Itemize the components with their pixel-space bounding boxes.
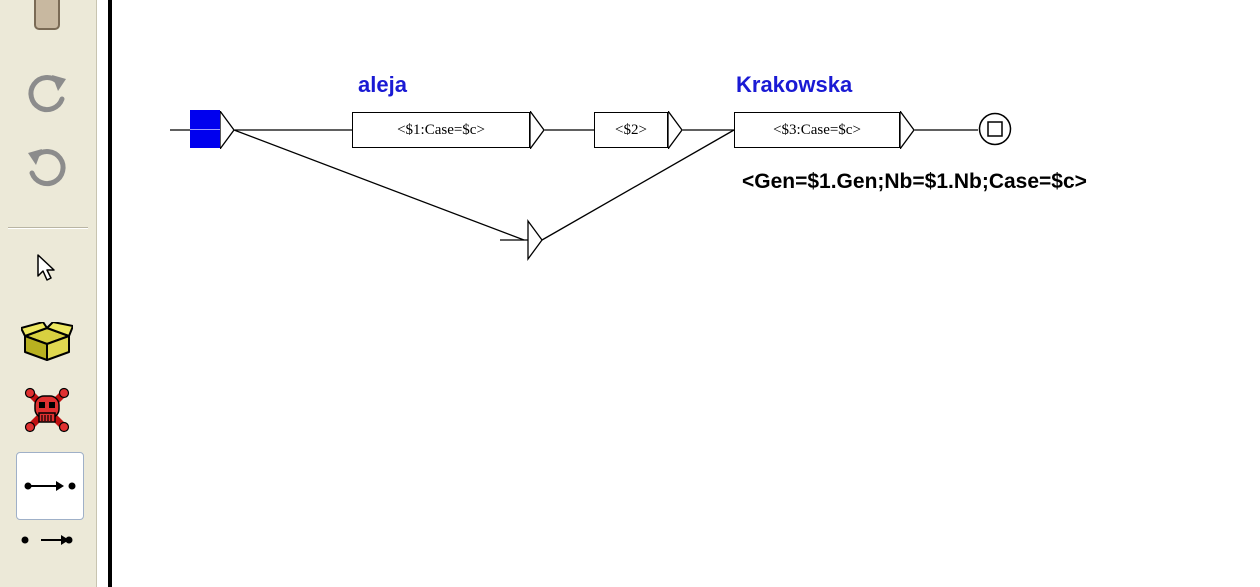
graph-canvas[interactable]: aleja <$1:Case=$c> <$2> Krakowska <$3:Ca… bbox=[112, 0, 1260, 587]
redo-button[interactable] bbox=[14, 64, 80, 124]
box3-output: <Gen=$1.Gen;Nb=$1.Nb;Case=$c> bbox=[742, 170, 1087, 193]
undo-icon bbox=[22, 143, 72, 193]
box1-arrow bbox=[530, 111, 544, 149]
box3-label: Krakowska bbox=[736, 72, 853, 97]
edge-empty-box-to-box3 bbox=[541, 129, 735, 241]
toolbar-separator bbox=[8, 227, 88, 229]
cursor-icon bbox=[35, 253, 59, 283]
skull-icon bbox=[24, 387, 70, 433]
save-button[interactable] bbox=[14, 0, 80, 38]
delete-button[interactable] bbox=[14, 380, 80, 440]
final-state[interactable] bbox=[978, 112, 1012, 146]
box2[interactable]: <$2> bbox=[594, 112, 668, 148]
reverse-connect-icon bbox=[21, 530, 73, 550]
redo-icon bbox=[22, 69, 72, 119]
save-icon bbox=[29, 0, 65, 33]
connect-from-tool-button[interactable] bbox=[16, 452, 84, 520]
graph-edges bbox=[170, 129, 978, 261]
undo-button[interactable] bbox=[14, 138, 80, 198]
box2-arrow bbox=[668, 111, 682, 149]
create-box-button[interactable] bbox=[14, 312, 80, 372]
connect-arrow-icon bbox=[24, 476, 76, 496]
select-tool-button[interactable] bbox=[14, 238, 80, 298]
connect-to-tool-button[interactable] bbox=[14, 510, 80, 570]
vertical-toolbar bbox=[0, 0, 97, 587]
box-icon bbox=[21, 322, 73, 362]
box1[interactable]: <$1:Case=$c> bbox=[352, 112, 530, 148]
frame-border bbox=[108, 0, 112, 587]
box3[interactable]: <$3:Case=$c> bbox=[734, 112, 900, 148]
empty-box-marker bbox=[527, 219, 543, 261]
box3-arrow bbox=[900, 111, 914, 149]
initial-state-arrow bbox=[220, 111, 234, 149]
initial-state[interactable] bbox=[190, 110, 220, 148]
edge-initial-to-empty-box bbox=[233, 129, 525, 241]
box1-label: aleja bbox=[358, 72, 407, 97]
